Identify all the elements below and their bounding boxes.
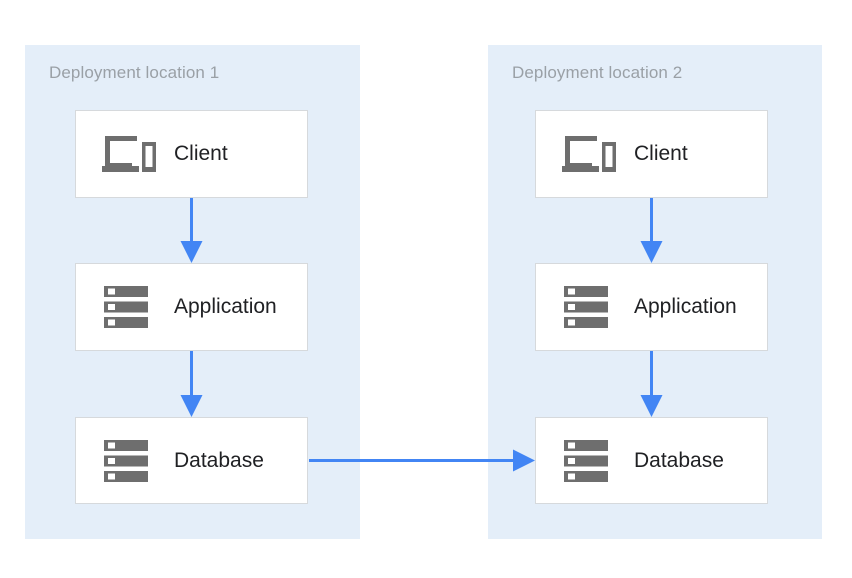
server-icon bbox=[558, 283, 620, 331]
node-client-1-label: Client bbox=[174, 142, 228, 165]
node-client-2[interactable]: Client bbox=[535, 110, 768, 198]
server-icon bbox=[98, 437, 160, 485]
node-database-2-label: Database bbox=[634, 448, 724, 472]
zone-1-label: Deployment location 1 bbox=[49, 63, 220, 82]
zone-2-label: Deployment location 2 bbox=[512, 63, 683, 82]
devices-icon bbox=[558, 130, 620, 178]
node-client-1[interactable]: Client bbox=[75, 110, 308, 198]
node-database-2[interactable]: Database bbox=[535, 417, 768, 504]
node-client-2-label: Client bbox=[634, 142, 688, 165]
server-icon bbox=[558, 437, 620, 485]
devices-icon bbox=[98, 130, 160, 178]
node-database-1-label: Database bbox=[174, 448, 264, 472]
node-application-2-label: Application bbox=[634, 295, 737, 318]
node-application-1-label: Application bbox=[174, 295, 277, 318]
node-database-1[interactable]: Database bbox=[75, 417, 308, 504]
node-application-2[interactable]: Application bbox=[535, 263, 768, 351]
server-icon bbox=[98, 283, 160, 331]
node-application-1[interactable]: Application bbox=[75, 263, 308, 351]
